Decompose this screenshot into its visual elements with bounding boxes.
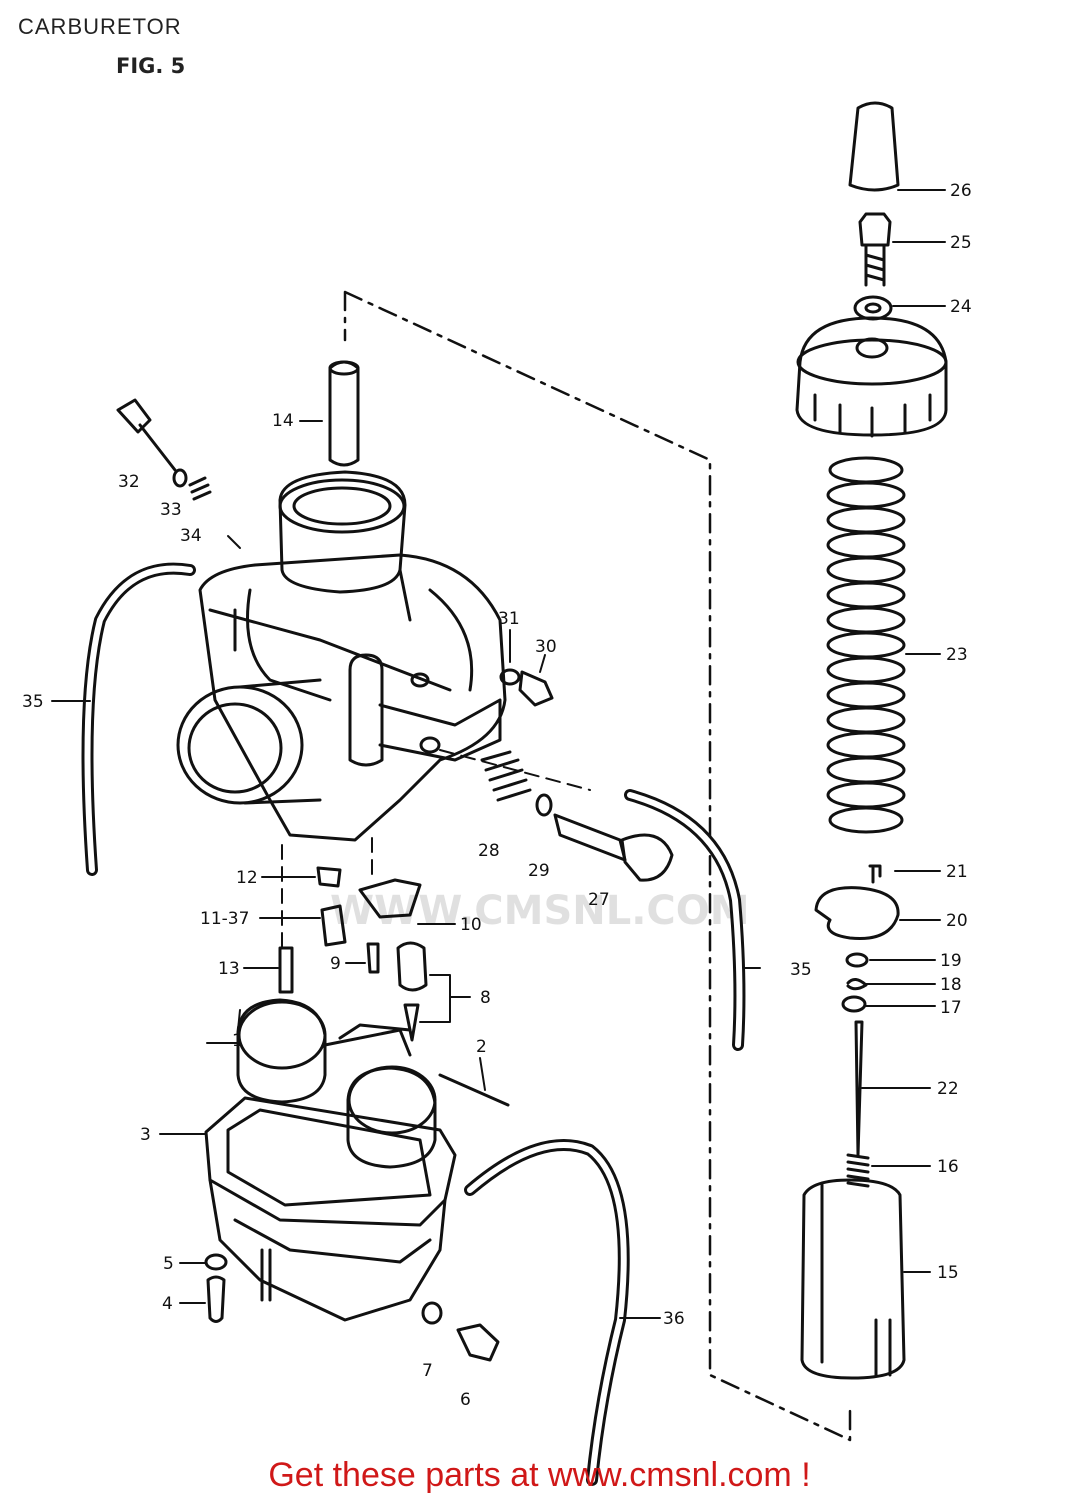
callout-32: 32 — [118, 472, 140, 492]
cap-rubber — [848, 101, 900, 192]
adjuster-screw — [858, 212, 892, 287]
pin-13 — [278, 946, 294, 994]
lock-nut — [853, 295, 893, 321]
callout-4: 4 — [162, 1294, 173, 1314]
callout-34: 34 — [180, 526, 202, 546]
callout-35-left: 35 — [22, 692, 44, 712]
callout-8: 8 — [480, 988, 491, 1008]
callout-16: 16 — [937, 1157, 959, 1177]
boss — [348, 653, 384, 767]
callout-31: 31 — [498, 609, 520, 629]
drain-plug — [456, 1323, 500, 1362]
small-screw — [868, 864, 882, 884]
callout-36: 36 — [663, 1309, 685, 1329]
plunger-screw — [518, 670, 554, 707]
vent-hose-35-right — [624, 789, 746, 1051]
return-spring — [826, 456, 906, 834]
float-bowl — [208, 1178, 447, 1322]
plunger-washer — [499, 668, 521, 686]
callout-7: 7 — [422, 1361, 433, 1381]
callout-labels: 1 2 3 4 5 6 7 8 9 10 11-37 12 13 14 15 1… — [22, 181, 972, 1410]
intake-flange-inner — [187, 702, 283, 794]
callout-18: 18 — [940, 975, 962, 995]
callout-28: 28 — [478, 841, 500, 861]
footer-link[interactable]: Get these parts at www.cmsnl.com ! — [268, 1456, 811, 1494]
callout-21: 21 — [946, 862, 968, 882]
choke-spring — [480, 750, 532, 802]
float-arm — [323, 1023, 412, 1057]
watermark: WWW.CMSNL.COM — [330, 888, 750, 934]
drain-gasket — [421, 1301, 443, 1325]
callout-9: 9 — [330, 954, 341, 974]
callout-23: 23 — [946, 645, 968, 665]
needle-valve-seat — [396, 941, 428, 1042]
main-jet-holder — [320, 904, 347, 947]
needle-plate — [814, 886, 900, 941]
callout-25: 25 — [950, 233, 972, 253]
lock-nut-hole — [864, 302, 882, 314]
callout-19: 19 — [940, 951, 962, 971]
jet-needle — [854, 1020, 864, 1157]
callout-24: 24 — [950, 297, 972, 317]
needle-clip-washer — [845, 952, 869, 968]
washer — [841, 995, 867, 1013]
callout-27: 27 — [588, 890, 610, 910]
needle-spring — [846, 1153, 870, 1188]
drain-screw-small — [316, 866, 342, 888]
callout-33: 33 — [160, 500, 182, 520]
bowl-washer — [204, 1253, 228, 1271]
callout-17: 17 — [940, 998, 962, 1018]
float-pin — [438, 1073, 510, 1107]
callout-14: 14 — [272, 411, 294, 431]
e-clip — [846, 978, 868, 991]
throttle-slide — [800, 1178, 906, 1380]
assembly-guide-line — [343, 290, 852, 1442]
assembly-guide-line-left — [281, 749, 591, 951]
choke-washer — [535, 793, 553, 817]
diagram-title: CARBURETOR — [18, 14, 182, 39]
throttle-screw — [116, 398, 177, 472]
bowl-screw — [206, 1275, 226, 1323]
o-ring — [172, 468, 188, 488]
callout-29: 29 — [528, 861, 550, 881]
callout-1: 1 — [232, 1031, 243, 1051]
idle-adjuster-top — [328, 360, 360, 467]
choke-plunger — [553, 813, 627, 862]
callout-2: 2 — [476, 1037, 487, 1057]
float-pin-bracket — [358, 878, 422, 919]
callout-12: 12 — [236, 868, 258, 888]
callout-30: 30 — [535, 637, 557, 657]
callout-13: 13 — [218, 959, 240, 979]
pilot-screw-bracket — [378, 698, 502, 762]
pilot-jet — [366, 942, 380, 974]
callout-22: 22 — [937, 1079, 959, 1099]
callout-20: 20 — [946, 911, 968, 931]
spring-small — [188, 476, 212, 501]
leader-lines — [51, 189, 946, 1319]
choke-knob — [620, 833, 674, 882]
callout-15: 15 — [937, 1263, 959, 1283]
callout-35-right: 35 — [790, 960, 812, 980]
figure-number: FIG. 5 — [116, 54, 186, 78]
carb-body — [198, 553, 507, 842]
callout-26: 26 — [950, 181, 972, 201]
callout-3: 3 — [140, 1125, 151, 1145]
float-left — [236, 998, 327, 1104]
callout-6: 6 — [460, 1390, 471, 1410]
callout-10: 10 — [460, 915, 482, 935]
callout-11-37: 11-37 — [200, 909, 249, 929]
callout-5: 5 — [163, 1254, 174, 1274]
